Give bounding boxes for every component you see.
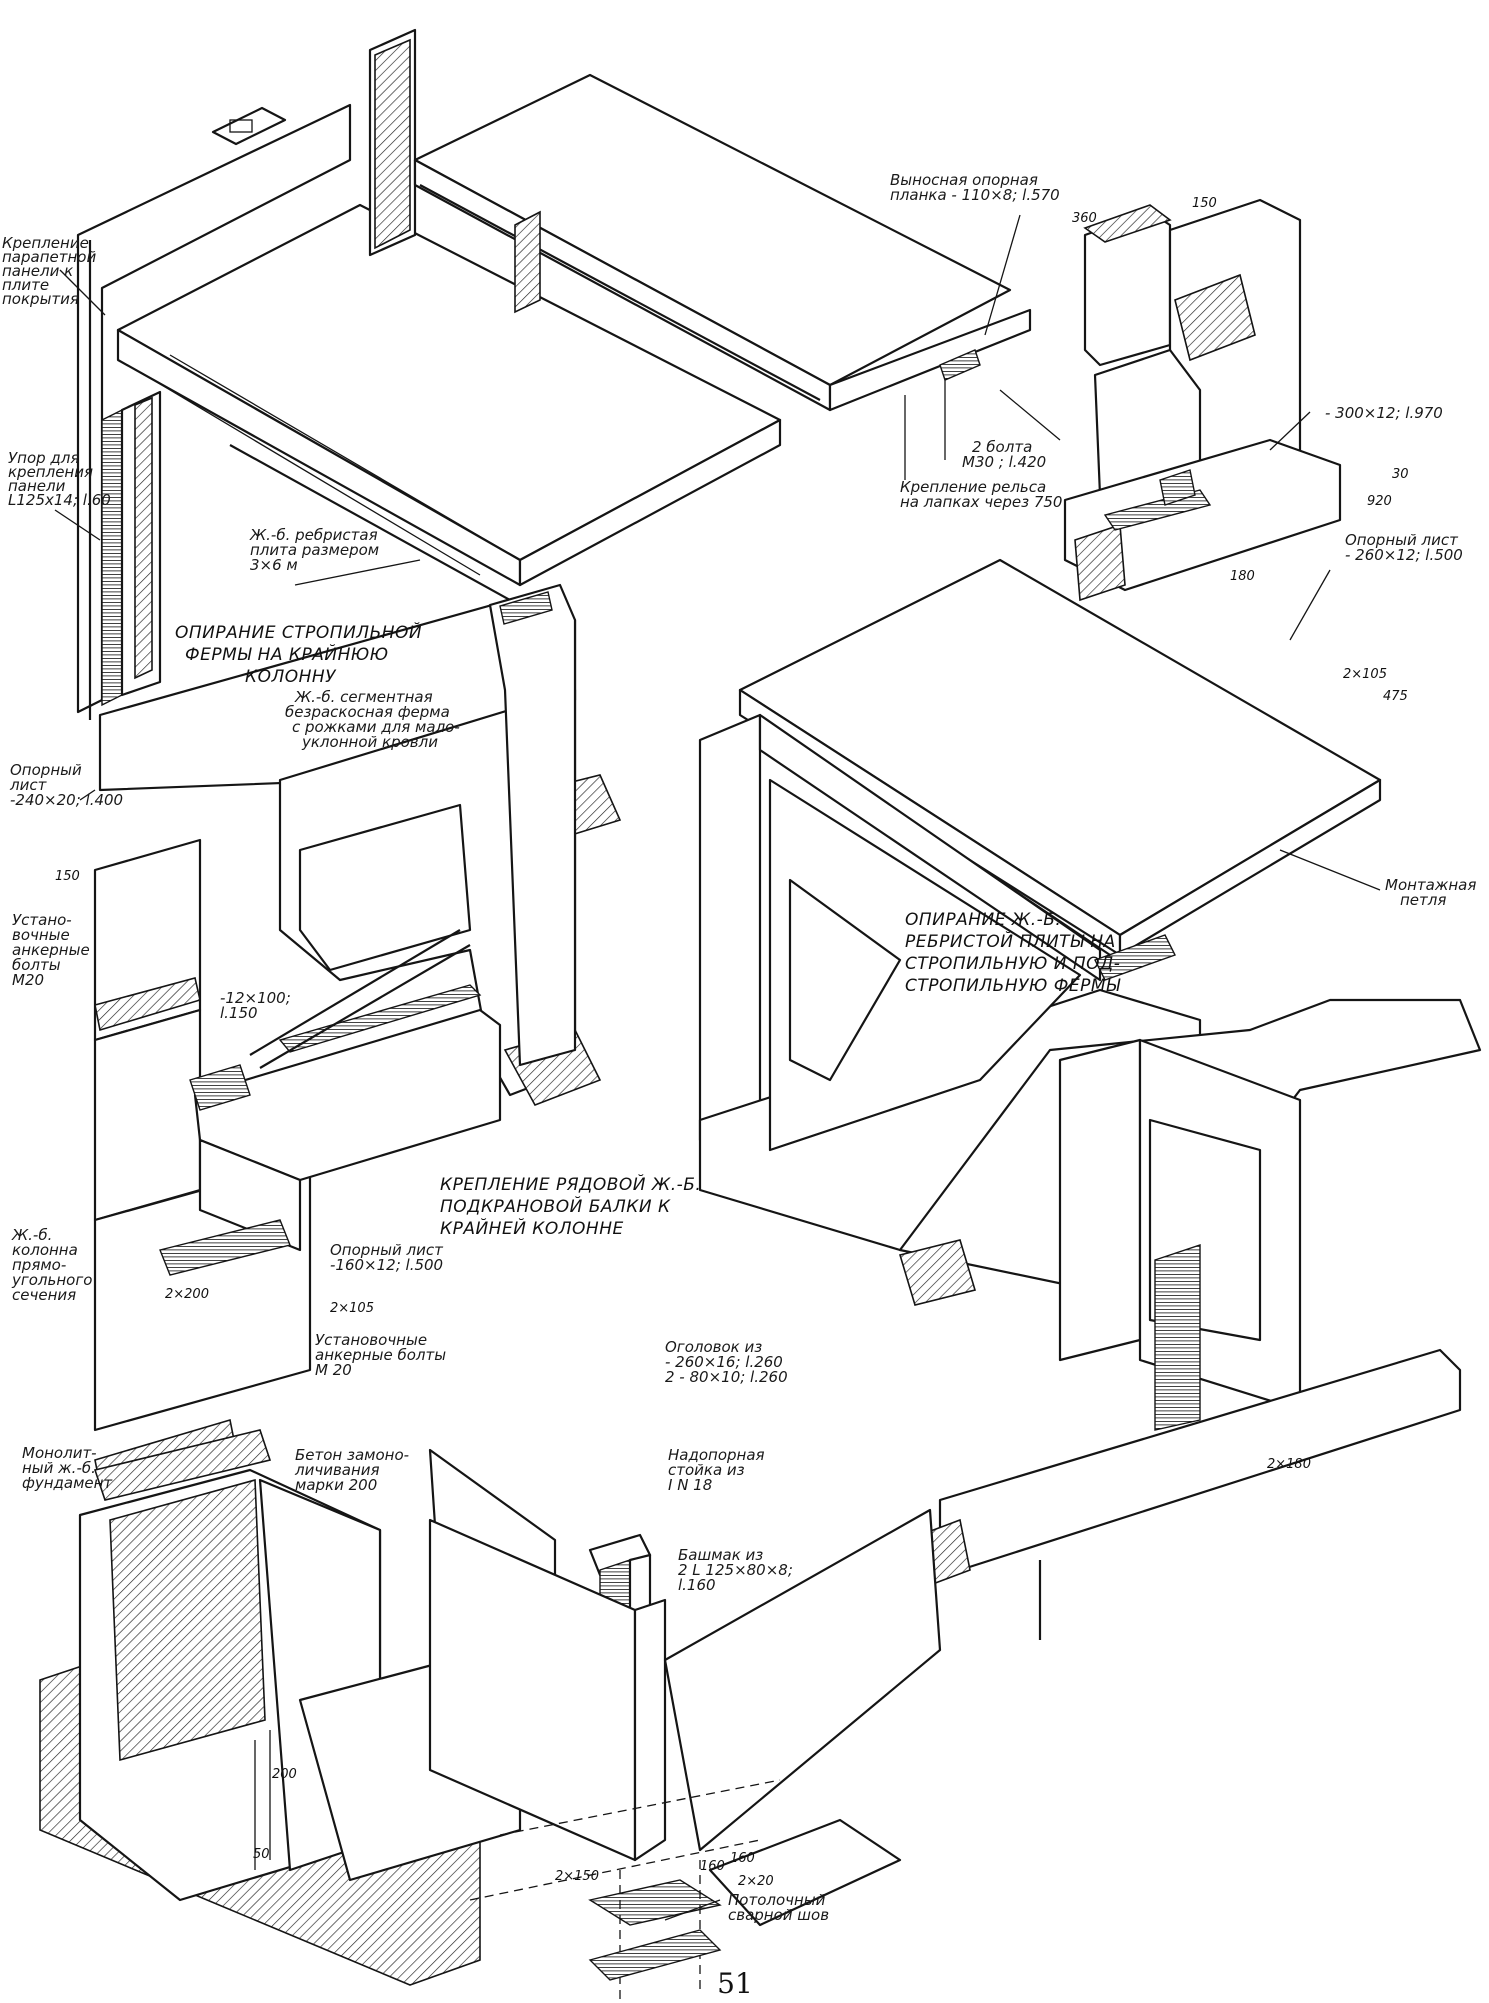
label-lifting-loop: Монтажная петля xyxy=(1385,876,1481,909)
label-overhead-weld: Потолочный сварной шов xyxy=(728,1891,830,1924)
dim-2x105-right: 2×105 xyxy=(1343,667,1387,682)
dim-920: 920 xyxy=(1367,494,1392,509)
label-grout: Бетон замоно- личивания марки 200 xyxy=(294,1446,414,1494)
dim-2x105-left: 2×105 xyxy=(330,1301,374,1316)
dim-180-top: 180 xyxy=(1230,569,1255,584)
left-assembly-drawing xyxy=(39,103,782,1986)
label-anchor-m20-a: Устано- вочные анкерные болты М20 xyxy=(12,911,94,989)
label-stop: Упор для крепления панели L125x14; l.60 xyxy=(8,449,111,509)
label-parapet: Крепление парапетной панели к плите покр… xyxy=(2,234,101,308)
dim-475: 475 xyxy=(1383,689,1408,704)
dim-160-b: 160 xyxy=(730,1851,755,1866)
dim-150-left: 150 xyxy=(55,869,80,884)
label-ext-plate: Выносная опорная планка - 110×8; l.570 xyxy=(890,171,1060,204)
caption-truss-on-column: ОПИРАНИЕ СТРОПИЛЬНОЙ ФЕРМЫ НА КРАЙНЮЮ КО… xyxy=(175,621,428,687)
dim-360: 360 xyxy=(1072,211,1097,226)
label-bearing-240: Опорный лист -240×20; l.400 xyxy=(9,761,123,809)
top-slab-drawing xyxy=(368,28,1032,480)
page-number: 51 xyxy=(717,1967,753,2000)
labels: Крепление парапетной панели к плите покр… xyxy=(2,171,1481,1924)
dim-2x180: 2×180 xyxy=(1267,1457,1311,1472)
label-rect-column: Ж.-б. колонна прямо- угольного сечения xyxy=(11,1226,97,1304)
label-plate-300: - 300×12; l.970 xyxy=(1325,404,1443,422)
label-bolts-m30: 2 болта М30 ; l.420 xyxy=(962,438,1046,471)
leader-lines xyxy=(54,214,1381,1921)
caption-slab-on-trusses: ОПИРАНИЕ Ж.-Б. РЕБРИСТОЙ ПЛИТЫ НА СТРОПИ… xyxy=(905,910,1126,996)
dim-2x200: 2×200 xyxy=(165,1287,209,1302)
dim-2x150: 2×150 xyxy=(555,1869,599,1884)
dim-200: 200 xyxy=(272,1767,297,1782)
label-anchor-m20-b: Установочные анкерные болты М 20 xyxy=(315,1331,451,1379)
dim-50: 50 xyxy=(253,1847,270,1862)
label-post: Надопорная стойка из I N 18 xyxy=(668,1446,769,1494)
label-rail-fix: Крепление рельса на лапках через 750 xyxy=(900,478,1062,511)
label-foundation: Монолит- ный ж.-б. фундамент xyxy=(22,1444,113,1492)
slab-on-truss-drawing xyxy=(698,558,1482,1640)
label-segment-truss: Ж.-б. сегментная безраскосная ферма с ро… xyxy=(285,688,465,751)
rail-fixing-detail xyxy=(1063,198,1342,602)
label-plate-12x100: -12×100; l.150 xyxy=(220,989,296,1022)
dim-30: 30 xyxy=(1392,467,1409,482)
label-bearing-260: Опорный лист - 260×12; l.500 xyxy=(1345,531,1463,564)
captions: ОПИРАНИЕ СТРОПИЛЬНОЙ ФЕРМЫ НА КРАЙНЮЮ КО… xyxy=(175,621,1126,1239)
label-ribbed-slab: Ж.-б. ребристая плита размером 3×6 м xyxy=(249,526,384,574)
label-cap-plate: Оголовок из - 260×16; l.260 2 - 80×10; l… xyxy=(665,1338,788,1386)
post-shoe-detail xyxy=(428,1448,942,2000)
label-shoe: Башмак из 2 L 125×80×8; l.160 xyxy=(678,1546,798,1594)
label-bearing-160: Опорный лист -160×12; l.500 xyxy=(330,1241,448,1274)
caption-crane-beam: КРЕПЛЕНИЕ РЯДОВОЙ Ж.-Б. ПОДКРАНОВОЙ БАЛК… xyxy=(440,1173,707,1239)
dimensions: 360 150 30 920 180 2×105 475 150 2×200 2… xyxy=(55,196,1409,1889)
dim-160-a: 160 xyxy=(700,1859,725,1874)
dim-2x20: 2×20 xyxy=(738,1874,774,1889)
dim-150-top: 150 xyxy=(1192,196,1217,211)
